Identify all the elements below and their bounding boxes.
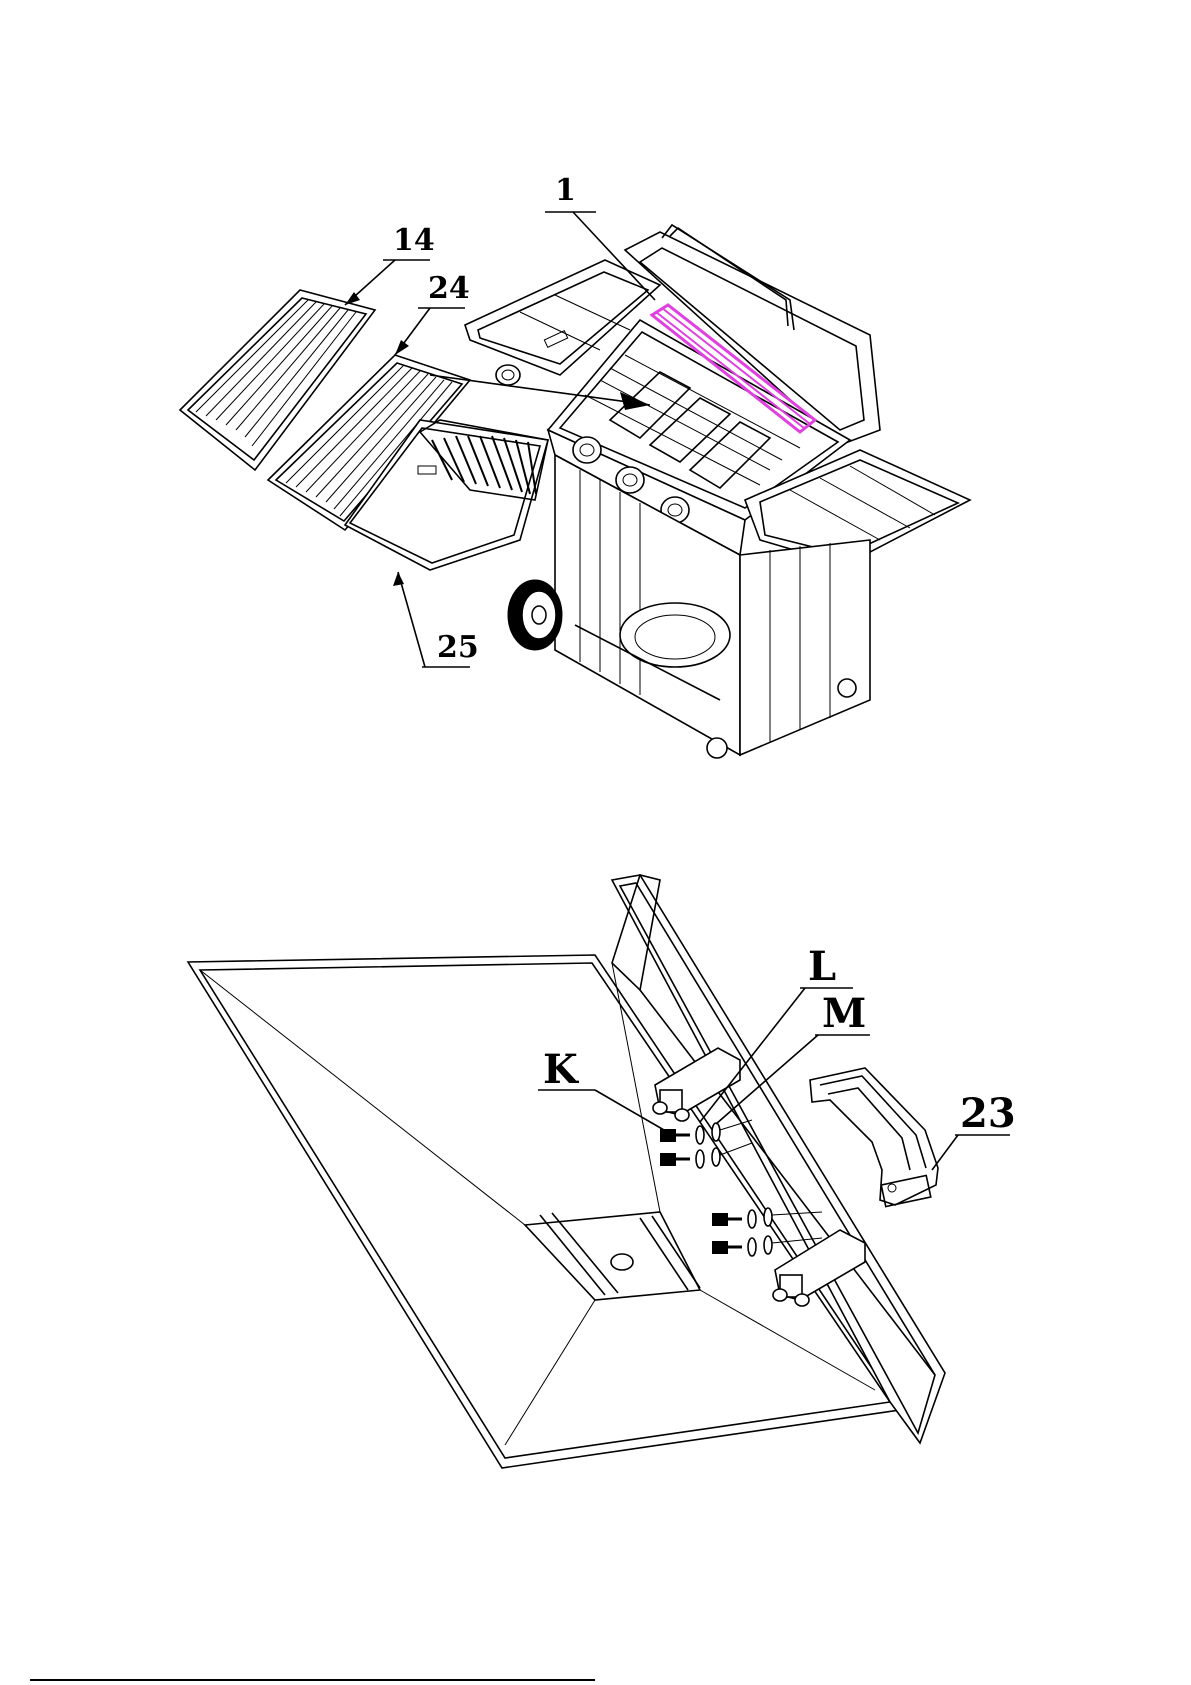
svg-text:25: 25 bbox=[437, 630, 479, 665]
svg-text:23: 23 bbox=[960, 1090, 1016, 1137]
svg-text:K: K bbox=[543, 1046, 579, 1093]
grill-body bbox=[465, 225, 970, 758]
svg-text:24: 24 bbox=[428, 271, 470, 306]
svg-text:14: 14 bbox=[393, 223, 435, 258]
grill-assembly-diagram: 1 14 24 25 bbox=[180, 173, 970, 758]
svg-text:L: L bbox=[808, 943, 836, 990]
callout-23: 23 bbox=[932, 1090, 1016, 1170]
svg-text:M: M bbox=[822, 990, 866, 1037]
callout-14: 14 bbox=[345, 223, 435, 305]
svg-text:1: 1 bbox=[555, 173, 576, 208]
bottom-tray-handle-diagram: L M K 23 bbox=[188, 875, 1016, 1468]
callout-25: 25 bbox=[393, 572, 479, 667]
